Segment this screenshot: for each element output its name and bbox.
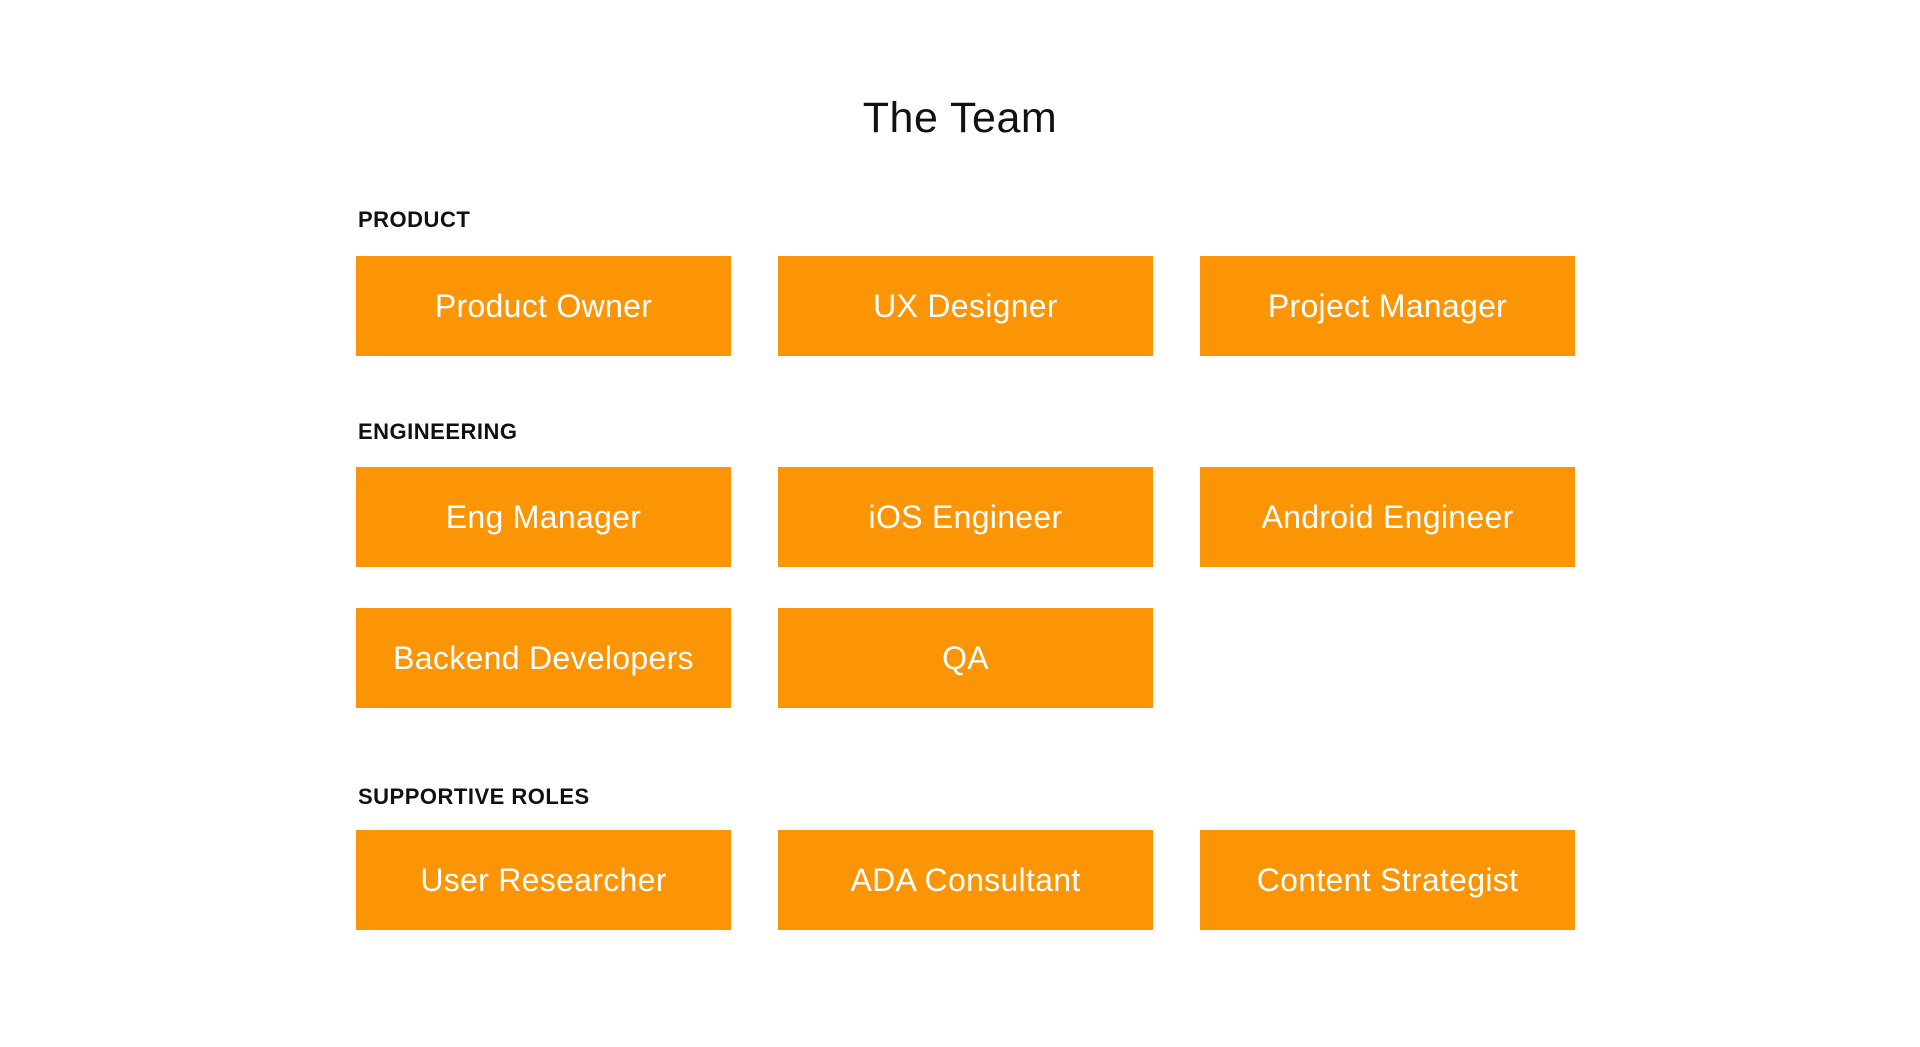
section-label-supportive-roles: SUPPORTIVE ROLES: [358, 784, 590, 809]
role-box-ux-designer: UX Designer: [778, 256, 1153, 356]
role-box-backend-developers: Backend Developers: [356, 608, 731, 708]
role-box-project-manager: Project Manager: [1200, 256, 1575, 356]
role-box-qa: QA: [778, 608, 1153, 708]
section-label-product: PRODUCT: [358, 207, 471, 232]
role-box-product-owner: Product Owner: [356, 256, 731, 356]
role-box-ada-consultant: ADA Consultant: [778, 830, 1153, 930]
role-box-content-strategist: Content Strategist: [1200, 830, 1575, 930]
page-title: The Team: [862, 94, 1058, 142]
role-box-user-researcher: User Researcher: [356, 830, 731, 930]
role-box-android-engineer: Android Engineer: [1200, 467, 1575, 567]
section-label-engineering: ENGINEERING: [358, 419, 518, 444]
role-box-eng-manager: Eng Manager: [356, 467, 731, 567]
role-box-ios-engineer: iOS Engineer: [778, 467, 1153, 567]
